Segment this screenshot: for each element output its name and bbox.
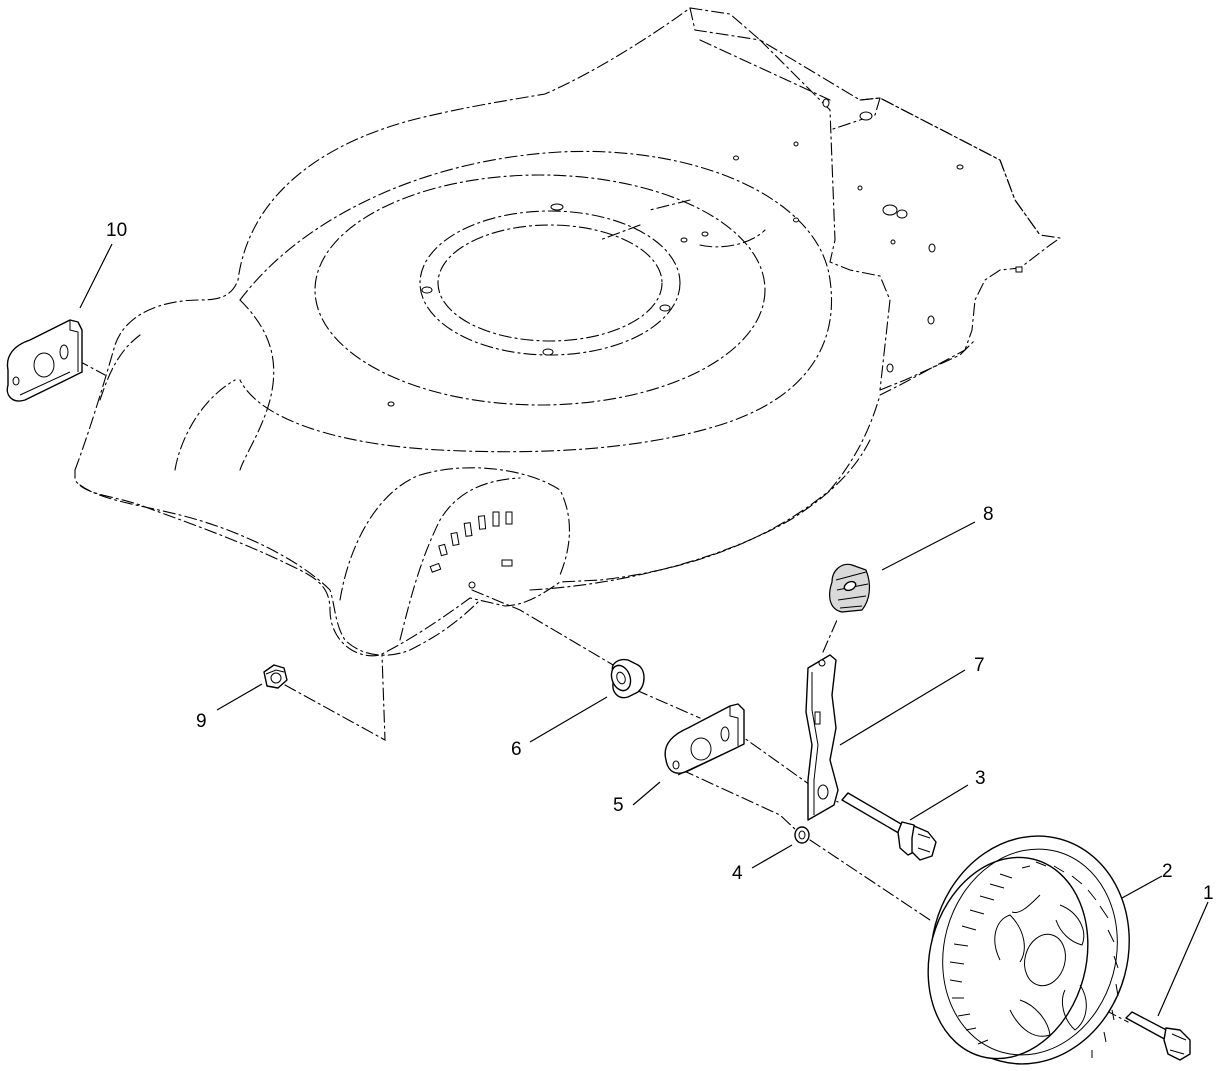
- leader-8: [881, 521, 976, 571]
- leader-6: [529, 696, 608, 743]
- callout-6: 6: [511, 739, 522, 760]
- callout-2: 2: [1162, 861, 1173, 882]
- part-1-wheel-bolt: [1125, 1011, 1191, 1061]
- leader-5: [632, 781, 661, 806]
- callout-8: 8: [983, 504, 994, 525]
- part-10-height-bracket: [6, 319, 83, 402]
- part-7-adjuster-arm: [805, 654, 839, 821]
- leader-7: [839, 669, 966, 746]
- callout-4: 4: [732, 863, 743, 884]
- part-2-wheel: [927, 835, 1130, 1065]
- leader-3: [909, 784, 969, 821]
- mower-deck-outline: [74, 7, 1062, 657]
- leader-lines: [79, 243, 1209, 1017]
- part-4-washer: [794, 826, 810, 844]
- part-9-lock-nut: [263, 664, 288, 689]
- leader-9: [216, 683, 263, 711]
- leader-10: [79, 243, 113, 309]
- part-6-spacer: [610, 658, 645, 699]
- callout-7: 7: [974, 655, 985, 676]
- part-3-shoulder-bolt: [841, 792, 937, 861]
- part-5-height-bracket: [664, 703, 745, 776]
- callout-labels: 10 9 8 7 6 5 4 3 2 1: [106, 220, 1214, 904]
- callout-3: 3: [975, 768, 986, 789]
- leader-2: [1121, 875, 1163, 899]
- part-8-knob: [829, 563, 871, 613]
- callout-10: 10: [106, 220, 127, 241]
- callout-9: 9: [196, 711, 207, 732]
- callout-5: 5: [613, 795, 624, 816]
- callout-1: 1: [1203, 883, 1214, 904]
- leader-4: [751, 844, 793, 869]
- deck-holes: [387, 98, 1023, 589]
- leader-1: [1157, 901, 1209, 1017]
